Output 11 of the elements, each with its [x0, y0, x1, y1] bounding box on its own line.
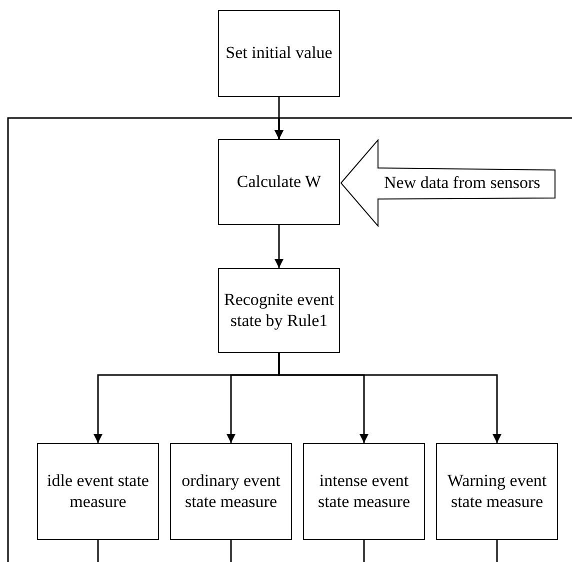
connector-arrow: [278, 353, 502, 443]
connector-arrow: [274, 225, 284, 268]
process-box: Set initial value: [218, 10, 340, 97]
process-box: intense event state measure: [303, 443, 425, 540]
process-box: Recognite event state by Rule1: [218, 268, 340, 353]
connector-arrow: [274, 117, 572, 139]
process-box: Calculate W: [218, 139, 340, 225]
process-box: idle event state measure: [37, 443, 159, 540]
process-box: Warning event state measure: [436, 443, 558, 540]
arrow-label: New data from sensors: [384, 172, 540, 194]
process-box: ordinary event state measure: [170, 443, 292, 540]
